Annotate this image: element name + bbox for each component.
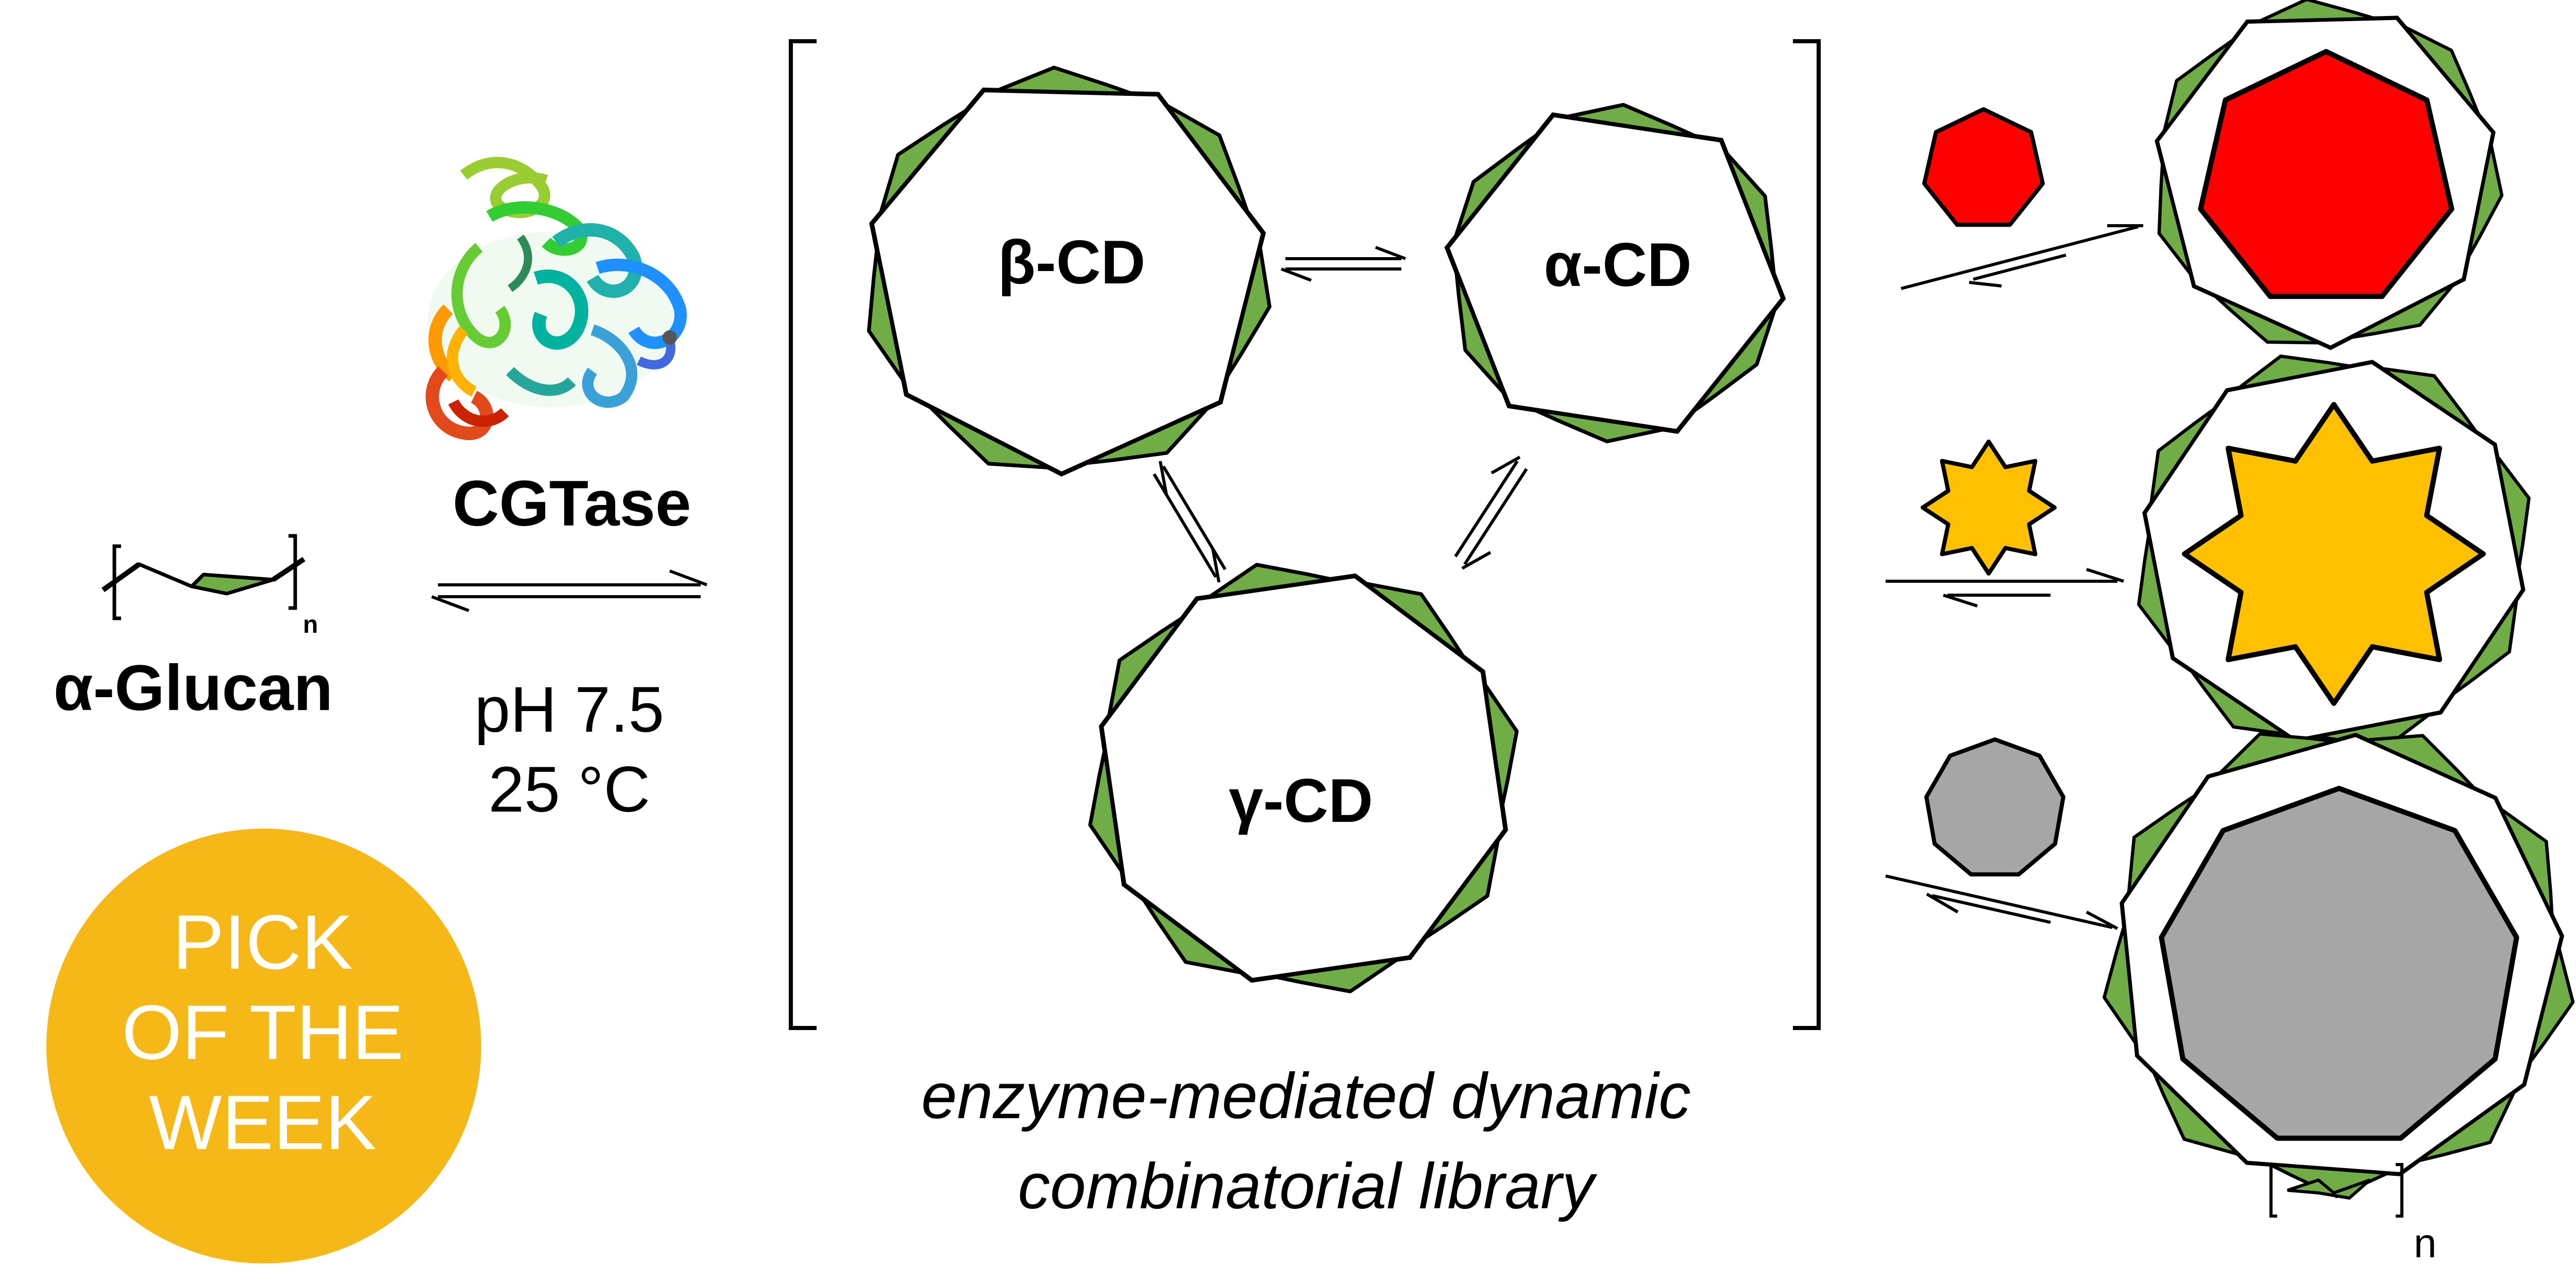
- beta-cd-label: β-CD: [998, 228, 1146, 297]
- glucose-unit: [2528, 946, 2575, 1064]
- glucose-unit: [1274, 957, 1399, 993]
- complex-heptagon-guest: [2198, 49, 2454, 299]
- guest-heptagon: [1922, 107, 2045, 227]
- glucose-unit: [1454, 269, 1506, 395]
- glucose-unit: [2451, 598, 2518, 696]
- glucose-unit: [1225, 245, 1272, 379]
- glucose-unit: [2162, 38, 2235, 133]
- glucose-unit: [1363, 581, 1466, 660]
- alpha-cd-ring-backbone: [1444, 112, 1786, 434]
- glucose-unit: [995, 65, 1134, 96]
- glucose-unit: [2189, 669, 2287, 736]
- glucose-unit: [1164, 103, 1250, 214]
- glucose-unit: [2365, 734, 2477, 790]
- library-caption-line-2: combinatorial library: [1018, 1151, 1598, 1222]
- glucose-unit: [1453, 132, 1539, 239]
- equilibrium-arrow-template-2: [1886, 568, 2124, 608]
- glucose-unit: [1088, 748, 1124, 874]
- glucose-unit: [1691, 307, 1777, 414]
- glucan-repeat-unit: [101, 534, 306, 620]
- equilibrium-arrow-template-1: [1901, 224, 2143, 290]
- glucose-unit: [878, 108, 969, 215]
- condition-ph: pH 7.5: [474, 674, 664, 746]
- glucose-unit: [1083, 406, 1210, 465]
- glucose-unit: [2137, 533, 2173, 648]
- glucose-unit: [2495, 454, 2531, 570]
- glucose-unit: [2466, 142, 2504, 259]
- complex-nonagon-guest: [2159, 786, 2519, 1141]
- glucose-unit: [2258, 0, 2377, 23]
- equilibrium-arrow-template-3: [1885, 874, 2119, 930]
- complex-star-guest: [2182, 402, 2486, 706]
- glucose-unit: [1483, 682, 1519, 808]
- product-subscript: n: [2414, 1220, 2437, 1266]
- beta-cd-ring: [867, 65, 1272, 477]
- glucose-unit: [2213, 294, 2321, 345]
- protein-ribbon-icon: [426, 157, 687, 441]
- glucose-unit: [867, 247, 906, 383]
- guest-star: [1921, 440, 2057, 576]
- badge-line-3: WEEK: [149, 1079, 377, 1166]
- equilibrium-arrow-beta-gamma: [1153, 461, 1227, 583]
- glucose-unit: [1724, 151, 1776, 277]
- guest-nonagon: [1924, 737, 2065, 877]
- alpha-cd-ring: [1444, 103, 1786, 444]
- alpha-cd-label: α-CD: [1544, 230, 1691, 299]
- gamma-cd-label: γ-CD: [1229, 766, 1373, 835]
- glucose-unit: [2349, 283, 2455, 340]
- guest-molecules: [1921, 0, 2575, 1199]
- glucose-unit: [2218, 732, 2335, 775]
- product-repeat-unit: [2269, 1163, 2403, 1218]
- library-brackets: [789, 39, 1821, 1030]
- cgtase-label: CGTase: [452, 468, 691, 540]
- glucose-unit: [1141, 897, 1244, 975]
- equilibrium-arrow-beta-alpha: [1280, 246, 1406, 282]
- glucose-unit: [1208, 563, 1333, 599]
- glucose-unit: [2103, 924, 2138, 1046]
- equilibrium-arrow-alpha-gamma: [1454, 456, 1528, 570]
- glucose-unit: [1107, 616, 1185, 718]
- badge-line-1: PICK: [173, 899, 353, 985]
- library-caption-line-1: enzyme-mediated dynamic: [921, 1060, 1691, 1132]
- glucose-unit: [2151, 1070, 2240, 1156]
- cyclodextrin-rings: [867, 65, 1786, 993]
- glucose-unit: [1532, 408, 1666, 444]
- equilibrium-arrow-enzyme: [431, 569, 708, 612]
- glucose-unit: [2499, 807, 2554, 917]
- glucan-subscript: n: [303, 611, 318, 638]
- glucose-unit: [2237, 355, 2352, 390]
- glucose-unit: [927, 404, 1051, 470]
- pick-of-the-week-badge: [40, 822, 488, 1270]
- gamma-cd-ring: [1088, 563, 1519, 993]
- glucose-unit: [2403, 25, 2481, 117]
- condition-temperature: 25 °C: [488, 754, 650, 825]
- glucose-unit: [2157, 161, 2193, 277]
- glucose-unit: [2380, 367, 2479, 434]
- alpha-glucan-label: α-Glucan: [54, 652, 333, 724]
- glucose-unit: [2416, 1090, 2516, 1162]
- badge-line-2: OF THE: [122, 989, 403, 1075]
- glucose-unit: [1422, 838, 1500, 940]
- glucose-unit: [2149, 407, 2216, 505]
- glucose-unit: [2127, 794, 2197, 895]
- glucose-unit: [1565, 103, 1698, 139]
